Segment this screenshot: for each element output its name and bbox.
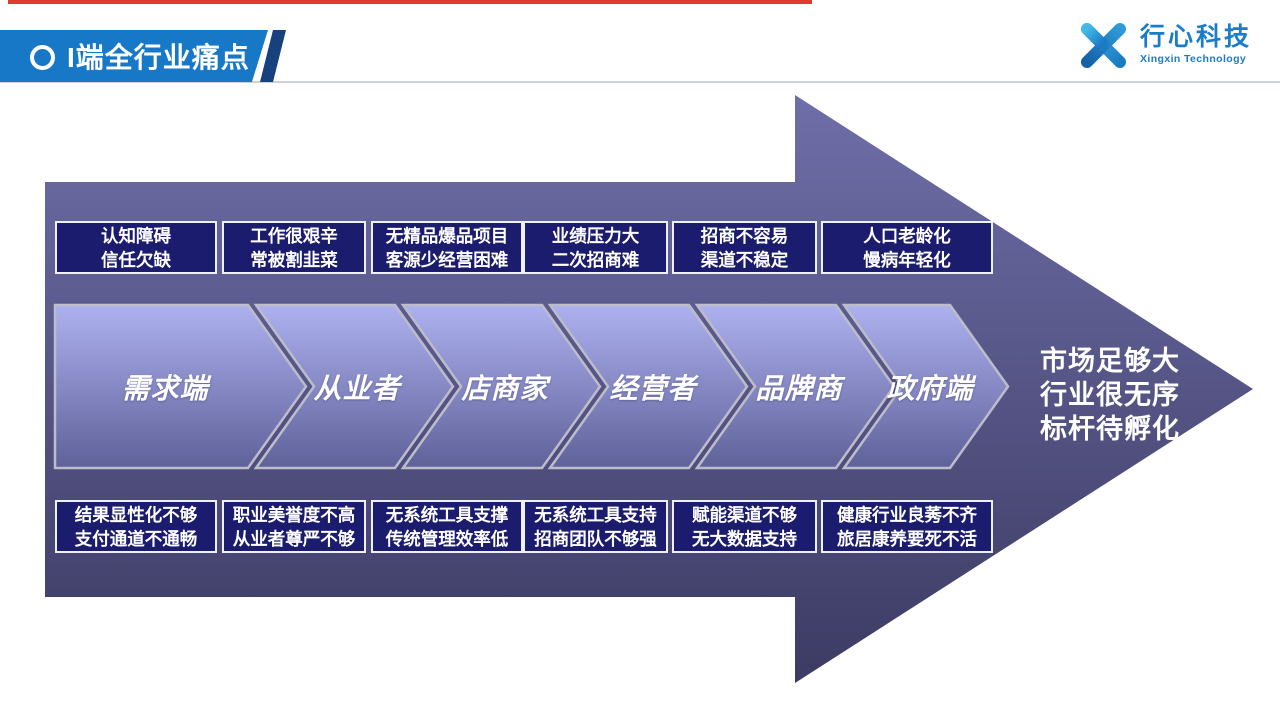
painpoint-line: 招商不容易 — [700, 225, 789, 246]
painpoint-line: 传统管理效率低 — [385, 528, 509, 549]
stage-label-operator: 经营者 — [609, 373, 697, 404]
chevron-stage-6 — [841, 303, 1010, 470]
painpoint-line: 渠道不稳定 — [700, 249, 789, 270]
painpoint-line: 人口老龄化 — [863, 225, 951, 246]
painpoint-box: 赋能渠道不够 无大数据支持 — [672, 500, 817, 553]
painpoint-box: 无精品爆品项目 客源少经营困难 — [371, 221, 523, 274]
logo-text: 行心科技 Xingxin Technology — [1140, 25, 1252, 65]
painpoint-line: 健康行业良莠不齐 — [837, 504, 977, 525]
painpoint-line: 常被割韭菜 — [250, 249, 338, 270]
painpoint-line: 客源少经营困难 — [385, 249, 509, 270]
header-divider-line — [0, 81, 1280, 83]
painpoint-line: 支付通道不通畅 — [74, 528, 198, 549]
painpoint-line: 无系统工具支撑 — [385, 504, 509, 525]
painpoint-line: 认知障碍 — [101, 225, 171, 246]
painpoint-line: 二次招商难 — [551, 249, 640, 270]
logo-company-subtitle: Xingxin Technology — [1139, 53, 1247, 66]
painpoint-line: 无精品爆品项目 — [385, 225, 509, 246]
painpoint-box: 工作很艰辛 常被割韭菜 — [222, 221, 366, 274]
painpoint-box: 业绩压力大 二次招商难 — [523, 221, 668, 274]
company-logo: 行心科技 Xingxin Technology — [1074, 18, 1252, 72]
painpoint-line: 无大数据支持 — [692, 528, 797, 549]
stage-label-government: 政府端 — [886, 373, 974, 404]
chevron-stage-2 — [253, 303, 455, 470]
painpoint-line: 招商团队不够强 — [534, 528, 657, 549]
header-banner: I端全行业痛点 — [0, 30, 268, 82]
painpoint-line: 旅居康养要死不活 — [837, 528, 977, 549]
logo-company-name: 行心科技 — [1139, 23, 1252, 52]
painpoint-line: 业绩压力大 — [551, 225, 640, 246]
painpoint-box: 认知障碍 信任欠缺 — [55, 221, 217, 274]
painpoint-box: 人口老龄化 慢病年轻化 — [821, 221, 993, 274]
conclusion-line: 市场足够大 — [1040, 346, 1180, 376]
painpoint-line: 工作很艰辛 — [250, 225, 338, 246]
conclusion-text: 市场足够大 行业很无序 标杆待孵化 — [1040, 344, 1180, 446]
page-title: I端全行业痛点 — [67, 42, 250, 73]
painpoint-line: 慢病年轻化 — [863, 249, 951, 270]
painpoint-box: 无系统工具支持 招商团队不够强 — [523, 500, 668, 553]
stage-label-brand: 品牌商 — [755, 373, 843, 404]
painpoint-box: 无系统工具支撑 传统管理效率低 — [371, 500, 523, 553]
logo-x-icon — [1080, 23, 1126, 68]
painpoint-line: 职业美誉度不高 — [232, 504, 356, 525]
painpoint-box: 健康行业良莠不齐 旅居康养要死不活 — [821, 500, 993, 553]
chevron-stage-3 — [400, 303, 602, 470]
painpoint-line: 信任欠缺 — [101, 249, 171, 270]
circle-bullet-icon — [30, 44, 55, 70]
conclusion-line: 标杆待孵化 — [1040, 414, 1180, 444]
painpoint-line: 无系统工具支持 — [534, 504, 657, 525]
chevron-stage-1 — [53, 303, 308, 470]
stage-label-demand: 需求端 — [121, 373, 209, 404]
conclusion-line: 行业很无序 — [1040, 380, 1180, 410]
stage-label-practitioner: 从业者 — [313, 373, 401, 404]
painpoint-box: 职业美誉度不高 从业者尊严不够 — [222, 500, 366, 553]
chevron-stage-5 — [694, 303, 896, 470]
painpoint-box: 结果显性化不够 支付通道不通畅 — [55, 500, 217, 553]
painpoint-line: 结果显性化不够 — [74, 504, 198, 525]
painpoint-box: 招商不容易 渠道不稳定 — [672, 221, 817, 274]
painpoint-line: 赋能渠道不够 — [692, 504, 797, 525]
chevron-stage-4 — [547, 303, 749, 470]
top-accent-line — [8, 0, 812, 4]
painpoint-line: 从业者尊严不够 — [232, 528, 356, 549]
stage-label-shop: 店商家 — [461, 373, 549, 404]
